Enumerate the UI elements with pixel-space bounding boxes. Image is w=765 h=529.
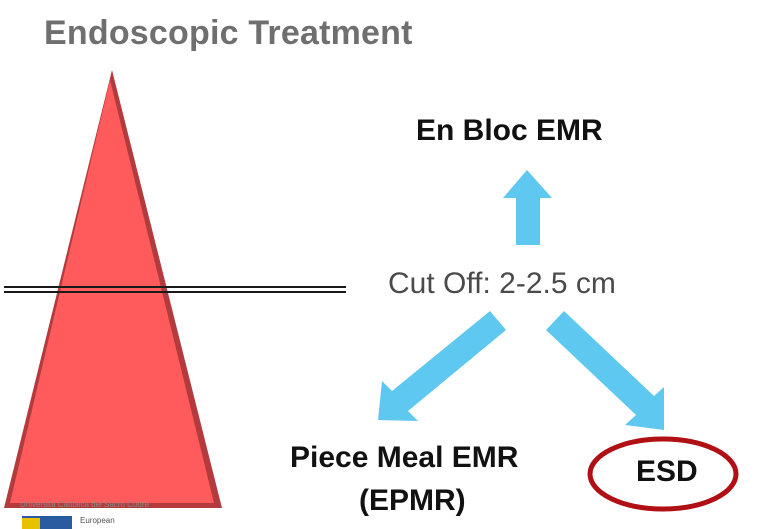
- footer-institution: Universita Cattolica del Sacro Cuore: [20, 500, 149, 509]
- node-en-bloc-emr: En Bloc EMR: [416, 114, 603, 147]
- node-piece-meal-emr: Piece Meal EMR: [290, 441, 519, 474]
- arrow-up: [503, 170, 552, 245]
- node-epmr: (EPMR): [359, 484, 466, 517]
- arrow-down-left: [378, 311, 506, 421]
- footer-logo-text: European: [80, 516, 115, 525]
- slide-title: Endoscopic Treatment: [44, 14, 413, 52]
- node-cutoff: Cut Off: 2-2.5 cm: [388, 267, 616, 300]
- esd-highlight-ellipse: [587, 436, 739, 512]
- node-esd: ESD: [636, 455, 698, 488]
- arrow-down-right: [546, 311, 664, 430]
- footer-logo-accent: [22, 518, 40, 529]
